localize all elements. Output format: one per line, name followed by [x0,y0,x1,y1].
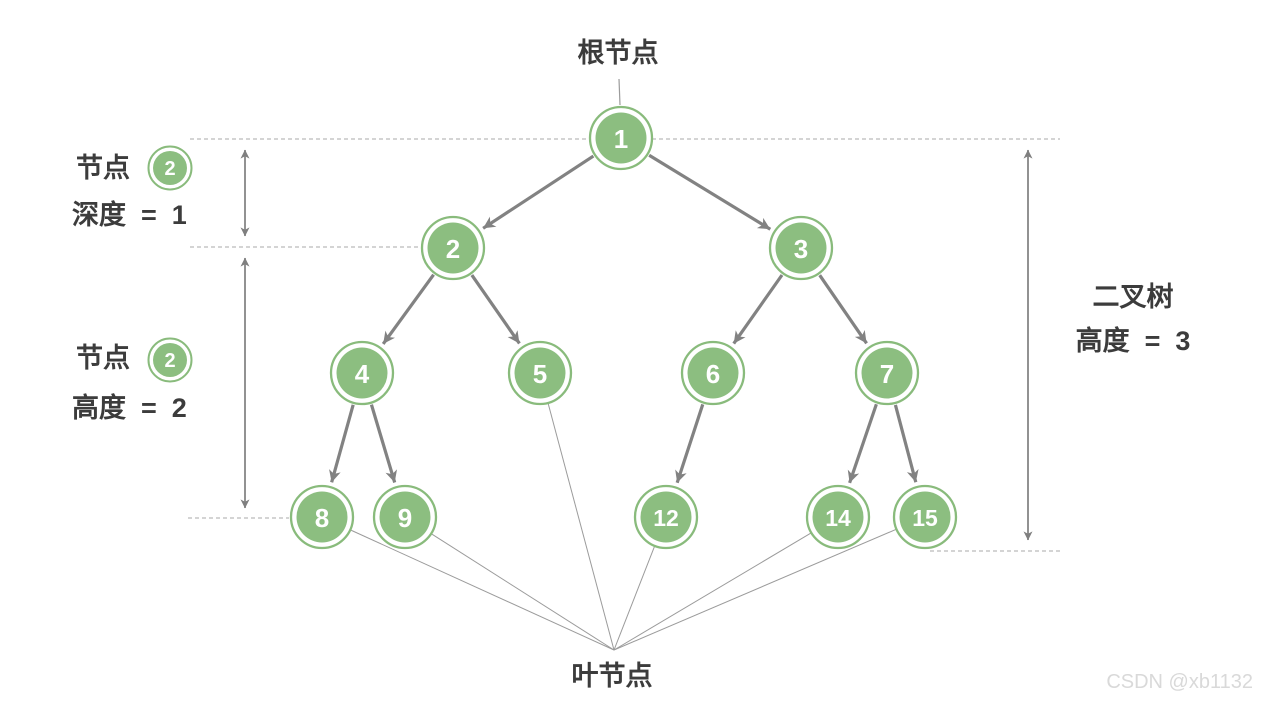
node-value: 3 [794,234,808,264]
node-value: 15 [912,505,938,531]
tree-node-8: 8 [289,484,355,550]
node-circle [687,347,739,399]
leaf-connector-line-15 [613,529,896,651]
tree-height-formula: 高度 = 3 [1076,325,1191,356]
root-node-label: 根节点 [578,38,659,68]
node-value: 8 [315,503,329,533]
tree-node-4: 4 [329,340,395,406]
node-circle [427,222,479,274]
badge-value: 2 [164,350,175,372]
tree-edge-1-2 [482,154,595,230]
depth-annotation-formula: 深度 = 1 [72,199,187,230]
node-value: 5 [533,359,547,389]
root-label-connector [618,78,621,106]
tree-node-7: 7 [854,340,920,406]
leaf-connector-line-14 [613,532,811,651]
depth-annotation-label: 节点 [76,153,130,183]
tree-height-label: 二叉树 [1093,282,1174,312]
node-circle [640,491,692,543]
height-annotation-label: 节点 [76,343,130,373]
node-circle [336,347,388,399]
tree-edge-2-5 [470,274,521,345]
height-node-badge: 2 [147,337,193,383]
leaf-node-label: 叶节点 [572,661,653,691]
tree-edge-3-7 [818,274,868,345]
tree-node-3: 3 [768,215,834,281]
height-annotation-formula: 高度 = 2 [72,392,187,423]
node-value: 12 [653,505,679,531]
node-value: 7 [880,359,894,389]
node-value: 4 [355,359,370,389]
leaf-connector-line-12 [613,546,655,651]
node-value: 6 [706,359,720,389]
node-value: 14 [825,505,851,531]
tree-node-14: 14 [805,484,871,550]
tree-edge-6-12 [675,403,705,484]
badge-circle [153,343,187,377]
tree-node-2: 2 [420,215,486,281]
tree-node-15: 15 [892,484,958,550]
node-circle [296,491,348,543]
leaf-connector-line-8 [350,529,615,651]
tree-node-6: 6 [680,340,746,406]
node-value: 2 [446,234,460,264]
tree-edge-4-8 [329,404,355,483]
tree-edge-7-14 [847,403,878,484]
tree-edge-3-6 [732,274,784,345]
badge-value: 2 [164,158,175,180]
leaf-connector-line-5 [547,403,615,651]
node-value: 1 [614,124,628,154]
leaf-connector-line-9 [431,533,615,651]
node-circle [379,491,431,543]
watermark: CSDN @xb1132 [1106,671,1253,693]
node-value: 9 [398,503,412,533]
tree-edge-2-4 [381,273,435,345]
tree-node-12: 12 [633,484,699,550]
badge-circle [153,151,187,185]
tree-node-9: 9 [372,484,438,550]
node-circle [899,491,951,543]
node-circle [861,347,913,399]
node-circle [812,491,864,543]
tree-edge-1-3 [648,153,772,231]
node-circle [775,222,827,274]
node-circle [514,347,566,399]
leaf-line-layer [350,403,896,651]
tree-node-1: 1 [588,105,654,171]
node-circle [595,112,647,164]
tree-edge-7-15 [893,404,919,483]
tree-node-5: 5 [507,340,573,406]
depth-node-badge: 2 [147,145,193,191]
edge-layer [329,153,919,484]
tree-edge-4-9 [369,404,398,483]
